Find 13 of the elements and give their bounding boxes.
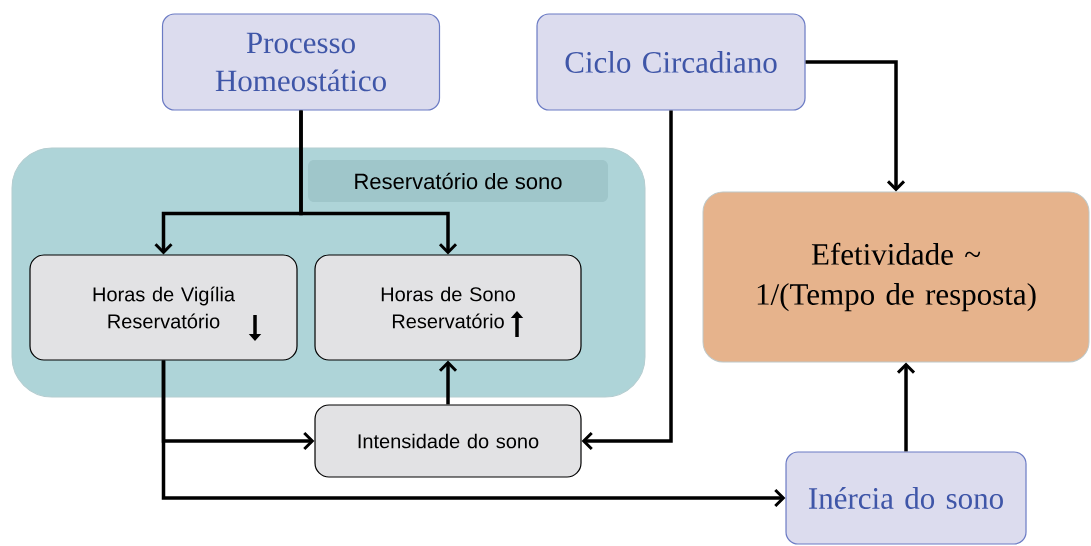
process-box: Inércia do sono — [785, 451, 1027, 545]
process-box: Intensidade do sono — [314, 404, 582, 478]
arrow — [896, 362, 916, 452]
process-box: Processo Homeostático — [161, 13, 441, 111]
process-box: Ciclo Circadiano — [536, 13, 806, 111]
arrow — [581, 110, 673, 451]
arrow — [161, 360, 786, 508]
process-box: Horas de Sono Reservatório — [314, 254, 582, 361]
arrow — [805, 60, 906, 192]
arrow — [299, 110, 458, 255]
arrow — [438, 360, 458, 405]
process-box: Horas de Vigília Reservatório — [29, 254, 298, 361]
result-box: Efetividade ~ 1/(Tempo de resposta) — [702, 191, 1090, 363]
